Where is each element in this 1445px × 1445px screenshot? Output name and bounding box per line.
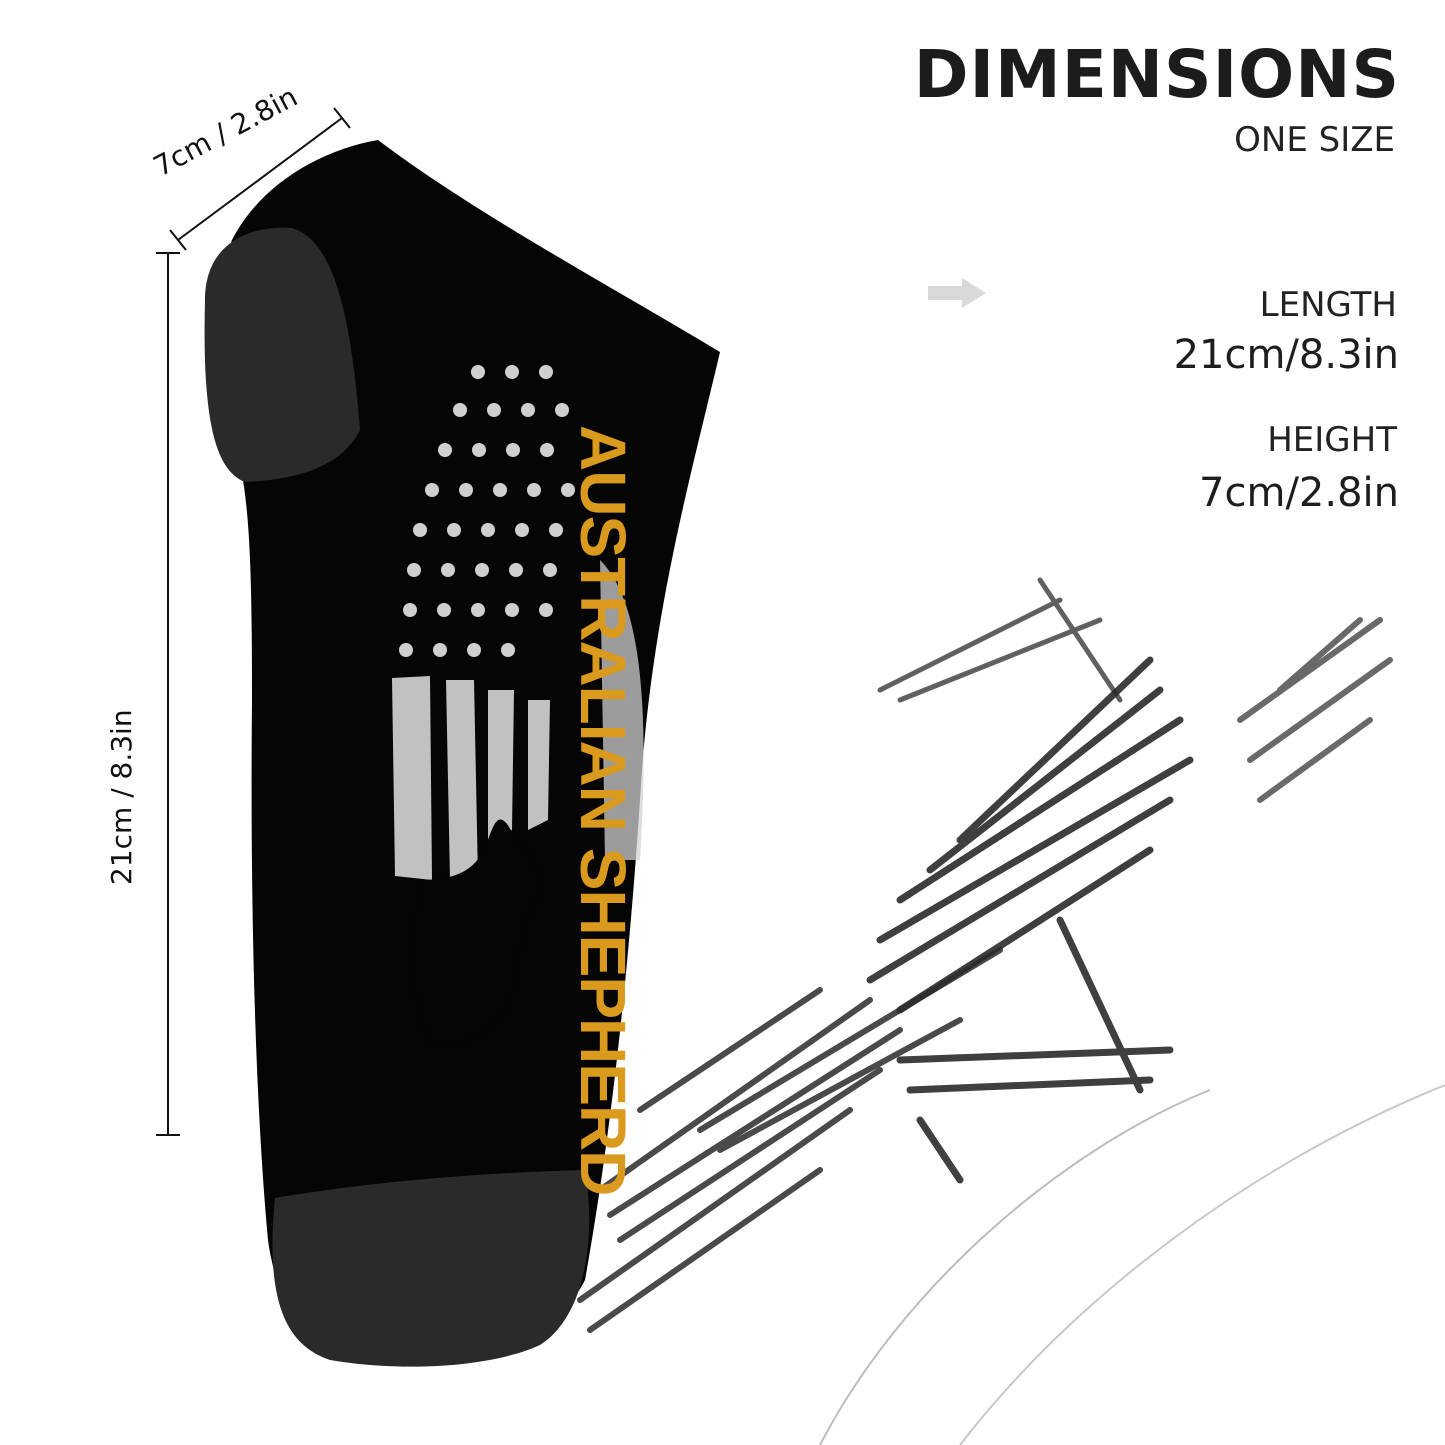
size-subtitle: ONE SIZE bbox=[1234, 120, 1395, 160]
track-curve-2 bbox=[959, 1084, 1445, 1445]
sock-print-text: AUSTRALIAN SHEPHERD bbox=[567, 425, 639, 1196]
width-dimension-line bbox=[169, 107, 351, 251]
length-label: LENGTH bbox=[1259, 285, 1397, 325]
sock bbox=[204, 140, 720, 1367]
height-label: HEIGHT bbox=[1267, 420, 1397, 460]
sock-toe bbox=[272, 1170, 590, 1367]
runner-silhouette bbox=[577, 577, 1393, 1333]
flag-paw-stars bbox=[399, 365, 575, 657]
flag-stripes bbox=[392, 560, 644, 880]
page-title: DIMENSIONS bbox=[913, 36, 1400, 113]
height-value: 7cm/2.8in bbox=[1199, 470, 1399, 516]
length-value: 21cm/8.3in bbox=[1173, 332, 1399, 378]
height-dimension-line bbox=[156, 252, 180, 1136]
height-dimension-label: 21cm / 8.3in bbox=[105, 709, 138, 885]
dog-silhouette bbox=[413, 819, 541, 1043]
track-curve-1 bbox=[819, 1089, 1211, 1445]
arrow-right-icon bbox=[928, 278, 986, 308]
sock-heel bbox=[204, 227, 360, 482]
